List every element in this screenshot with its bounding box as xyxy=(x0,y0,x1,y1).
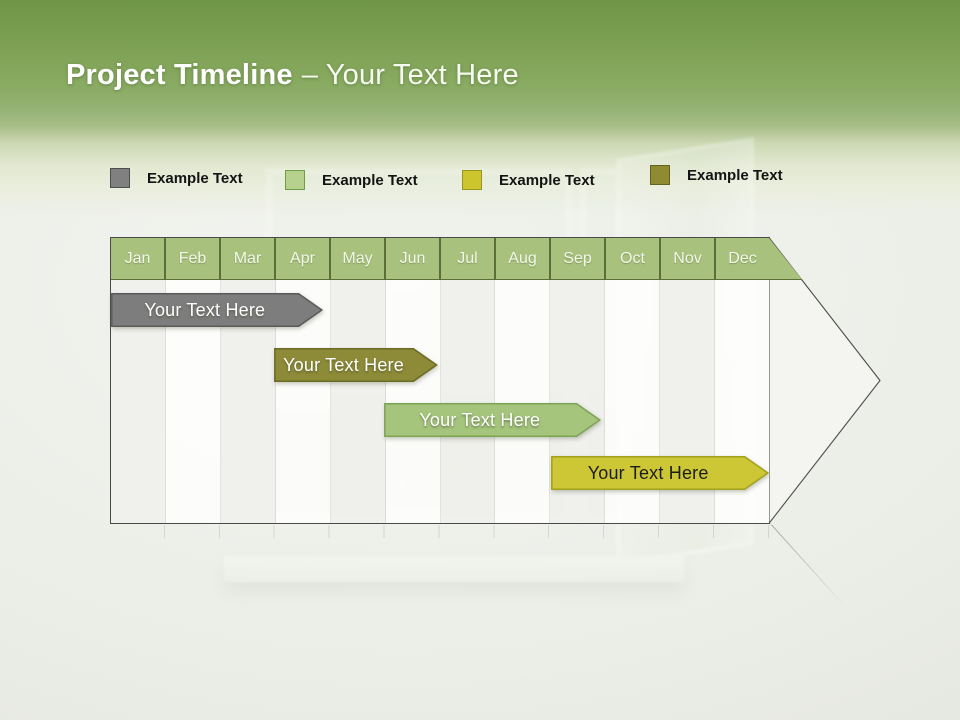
month-header-nov: Nov xyxy=(661,238,716,280)
legend-label: Example Text xyxy=(499,171,595,189)
legend-item-olive[interactable]: Example Text xyxy=(650,165,783,185)
legend-item-lightgreen[interactable]: Example Text xyxy=(285,170,418,190)
legend-swatch-lightgreen xyxy=(285,170,305,190)
legend-item-yellow[interactable]: Example Text xyxy=(462,170,595,190)
month-header-aug: Aug xyxy=(496,238,551,280)
legend-swatch-gray xyxy=(110,168,130,188)
slide-title-placeholder: – Your Text Here xyxy=(301,59,519,91)
month-column-jun xyxy=(385,280,441,523)
month-header-jul: Jul xyxy=(441,238,496,280)
bar-arrow-shape xyxy=(273,348,438,382)
bar-label: Your Text Here xyxy=(144,299,266,320)
legend-label: Example Text xyxy=(147,169,243,187)
legend-swatch-olive xyxy=(650,165,670,185)
timeline-arrow-tip xyxy=(769,237,881,525)
bar-label: Your Text Here xyxy=(283,354,404,375)
month-column-may xyxy=(330,280,386,523)
legend-swatch-yellow xyxy=(462,170,482,190)
slide-title[interactable]: Project Timeline– Your Text Here xyxy=(66,59,519,92)
arrow-tip-reflection xyxy=(771,524,847,609)
timeline-bar-3[interactable]: Your Text Here xyxy=(383,403,601,437)
column-reflection xyxy=(110,525,770,538)
bar-label: Your Text Here xyxy=(419,409,541,430)
month-header-jun: Jun xyxy=(386,238,441,280)
timeline-bar-1[interactable]: Your Text Here xyxy=(111,293,324,327)
month-column-jul xyxy=(440,280,496,523)
month-header-dec: Dec xyxy=(716,238,769,280)
month-header-mar: Mar xyxy=(221,238,276,280)
legend-label: Example Text xyxy=(687,166,783,184)
month-column-aug xyxy=(495,280,551,523)
month-header-oct: Oct xyxy=(606,238,661,280)
legend-item-gray[interactable]: Example Text xyxy=(110,168,243,188)
timeline-bar-2[interactable]: Your Text Here xyxy=(273,348,438,382)
month-header-may: May xyxy=(331,238,386,280)
month-header-feb: Feb xyxy=(166,238,221,280)
bar-arrow-shape xyxy=(551,456,770,490)
legend-label: Example Text xyxy=(322,171,418,189)
month-header-apr: Apr xyxy=(276,238,331,280)
bar-label: Your Text Here xyxy=(587,462,709,483)
bar-arrow-shape xyxy=(111,293,324,327)
month-header-sep: Sep xyxy=(551,238,606,280)
slide-title-bold: Project Timeline xyxy=(66,59,293,91)
month-header-jan: Jan xyxy=(111,238,166,280)
window-sill xyxy=(224,556,684,582)
bar-arrow-shape xyxy=(383,403,601,437)
timeline-bar-4[interactable]: Your Text Here xyxy=(551,456,770,490)
